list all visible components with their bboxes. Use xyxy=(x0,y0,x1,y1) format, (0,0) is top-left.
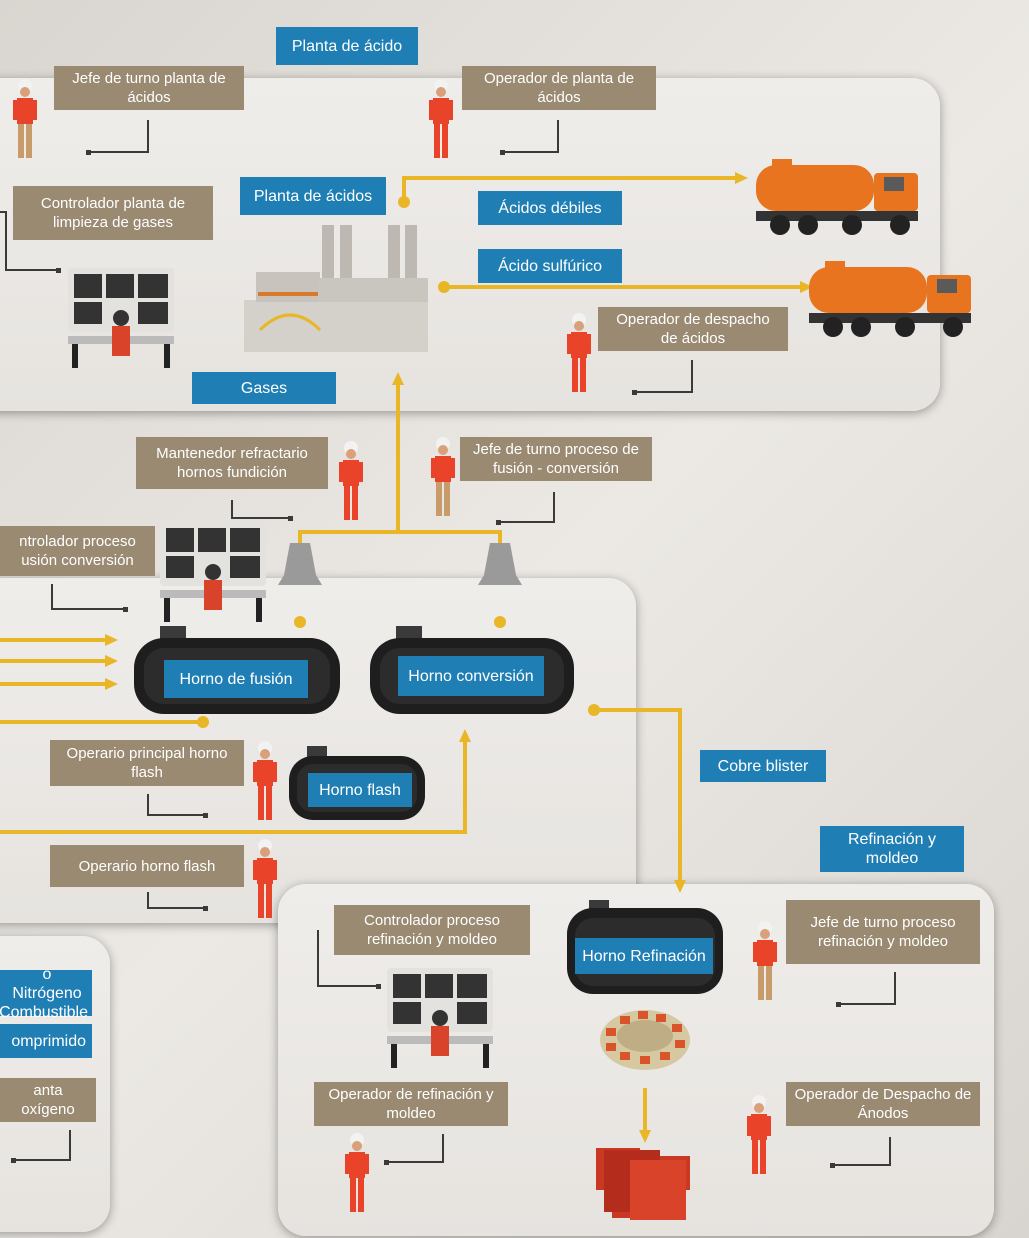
worker-icon xyxy=(339,441,363,520)
role-operador-despacho-acidos: Operador de despacho de ácidos xyxy=(598,307,788,351)
worker-icon xyxy=(753,921,777,1000)
label-horno-fusion: Horno de fusión xyxy=(164,660,308,698)
role-planta-oxigeno: anta oxígeno xyxy=(0,1078,96,1122)
role-controlador-refinacion: Controlador proceso refinación y moldeo xyxy=(334,905,530,955)
role-operador-despacho-anodos: Operador de Despacho de Ánodos xyxy=(786,1082,980,1126)
role-operador-planta-acidos: Operador de planta de ácidos xyxy=(462,66,656,110)
role-operador-refinacion: Operador de refinación y moldeo xyxy=(314,1082,508,1126)
role-operario-flash: Operario horno flash xyxy=(50,845,244,887)
worker-icon xyxy=(345,1133,369,1212)
acid-plant-panel xyxy=(0,78,940,411)
label-planta-acidos: Planta de ácidos xyxy=(240,177,386,215)
role-operario-principal-flash: Operario principal horno flash xyxy=(50,740,244,786)
role-jefe-turno-fusion: Jefe de turno proceso de fusión - conver… xyxy=(460,437,652,481)
worker-icon xyxy=(747,1095,771,1174)
label-horno-refinacion: Horno Refinación xyxy=(575,938,713,974)
truck-icon xyxy=(809,261,971,337)
label-gases: Gases xyxy=(192,372,336,404)
label-comprimido: omprimido xyxy=(0,1024,92,1058)
label-horno-flash: Horno flash xyxy=(308,773,412,807)
role-controlador-gases: Controlador planta de limpieza de gases xyxy=(13,186,213,240)
worker-icon xyxy=(431,437,455,516)
role-mantenedor-refractario: Mantenedor refractario hornos fundición xyxy=(136,437,328,489)
section-title-refining: Refinación y moldeo xyxy=(820,826,964,872)
worker-icon xyxy=(13,79,37,158)
role-jefe-turno-refinacion: Jefe de turno proceso refinación y molde… xyxy=(786,900,980,964)
label-nitrogeno: o Nitrógeno xyxy=(12,965,82,1002)
truck-icon xyxy=(756,159,918,235)
label-acidos-debiles: Ácidos débiles xyxy=(478,191,622,225)
worker-icon xyxy=(429,79,453,158)
label-cobre-blister: Cobre blister xyxy=(700,750,826,782)
label-acido-sulfurico: Ácido sulfúrico xyxy=(478,249,622,283)
label-combustible: Combustible xyxy=(0,1003,88,1021)
control-console-icon xyxy=(387,968,493,1068)
section-title-acid-plant: Planta de ácido xyxy=(276,27,418,65)
role-controlador-fusion: ntrolador proceso usión conversión xyxy=(0,526,155,576)
worker-icon xyxy=(253,839,277,918)
label-nitrogeno-combustible: o Nitrógeno Combustible xyxy=(0,966,92,1021)
label-horno-conversion: Horno conversión xyxy=(398,656,544,696)
control-console-icon xyxy=(68,268,174,368)
worker-icon xyxy=(253,741,277,820)
control-console-icon xyxy=(160,522,266,622)
worker-icon xyxy=(567,313,591,392)
role-jefe-turno-acidos: Jefe de turno planta de ácidos xyxy=(54,66,244,110)
